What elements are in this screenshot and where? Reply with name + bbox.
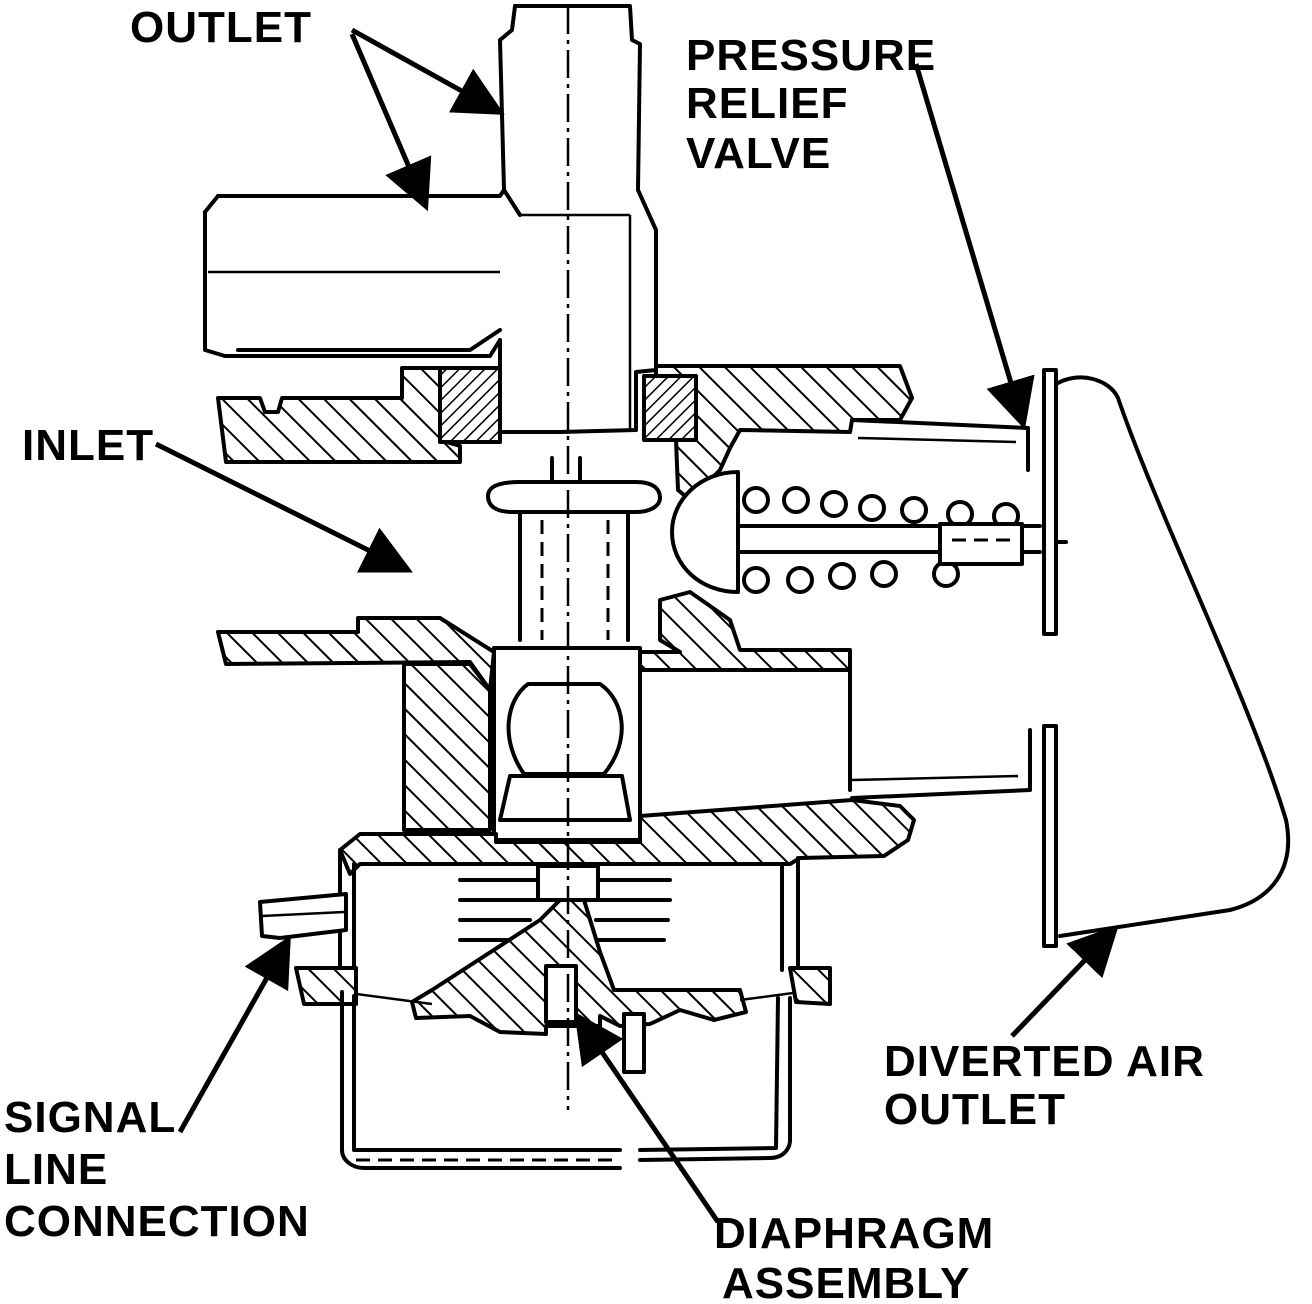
label-pressure-relief-valve-2: RELIEF xyxy=(686,79,848,128)
pressure-relief-valve xyxy=(670,368,1068,636)
label-diaphragm-assembly-2: ASSEMBLY xyxy=(722,1259,970,1304)
upper-body xyxy=(216,364,1030,502)
label-signal-line-connection-2: LINE xyxy=(4,1145,108,1194)
label-diaphragm-assembly-1: DIAPHRAGM xyxy=(714,1209,994,1258)
label-pressure-relief-valve-3: VALVE xyxy=(686,129,831,178)
label-diverted-air-outlet-2: OUTLET xyxy=(884,1085,1066,1134)
label-signal-line-connection-1: SIGNAL xyxy=(4,1093,176,1142)
label-pressure-relief-valve-1: PRESSURE xyxy=(686,31,936,80)
outlet-tee xyxy=(203,4,658,434)
label-outlet: OUTLET xyxy=(130,3,312,52)
label-diverted-air-outlet-1: DIVERTED AIR xyxy=(884,1037,1205,1086)
diverted-air-shroud xyxy=(850,375,1291,948)
leader-arrows xyxy=(154,27,1119,1224)
label-inlet: INLET xyxy=(22,421,154,470)
main-valve xyxy=(216,456,916,876)
label-signal-line-connection-3: CONNECTION xyxy=(4,1197,310,1246)
diaphragm-chamber xyxy=(258,848,832,1170)
